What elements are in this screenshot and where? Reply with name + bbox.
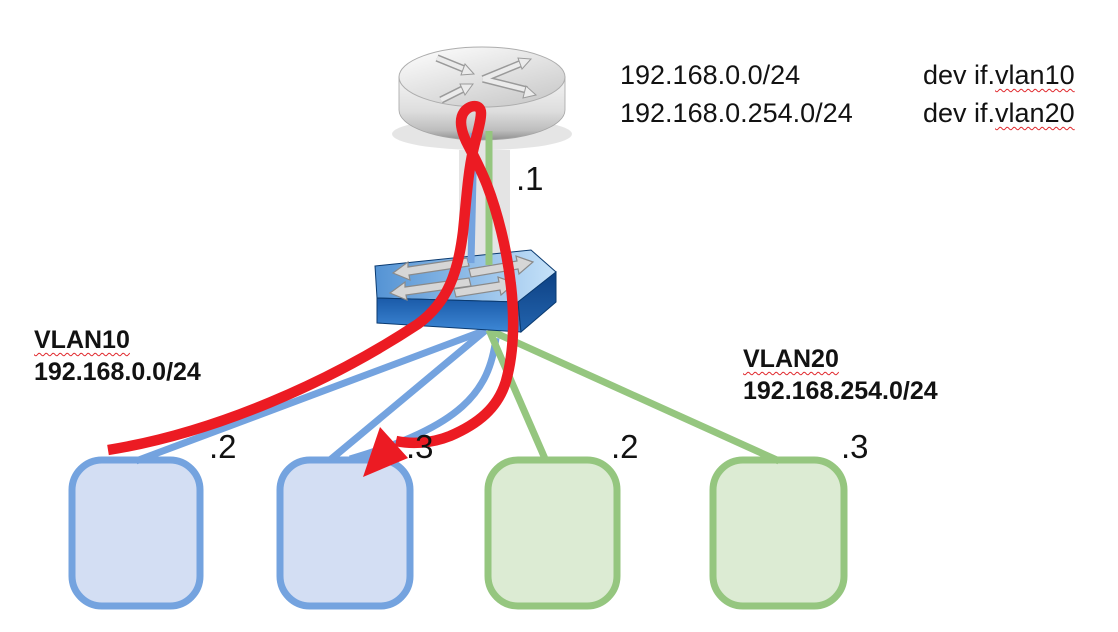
route-interface: vlan20: [995, 98, 1075, 128]
host-vlan20-port2-box: [484, 456, 621, 610]
port-label-vlan10-host2: .2: [209, 428, 237, 465]
switch-front-face: [376, 297, 522, 333]
host-vlan10-port2-box: [68, 456, 204, 610]
router-crossed-arrows-icon: [435, 54, 538, 104]
access-link-vlan20-host3: [487, 326, 781, 465]
vlan10-subnet: 192.168.0.0/24: [34, 358, 201, 386]
access-link-vlan20-host2: [485, 328, 550, 463]
host-vlan10-port3-box: [276, 456, 414, 610]
access-link-vlan10-host3: [327, 327, 489, 463]
traffic-arrowhead: [363, 427, 408, 477]
traffic-path-line: [107, 100, 519, 456]
router-port-label: .1: [516, 160, 544, 197]
route-device: dev if.: [923, 60, 996, 90]
switch-right-face: [517, 270, 557, 334]
vlan20-subnet: 192.168.254.0/24: [743, 377, 938, 405]
route-row-vlan20: 192.168.0.254.0/24 dev if.vlan20: [620, 94, 1075, 132]
port-label-vlan20-host3: .3: [841, 428, 869, 465]
route-device: dev if.: [923, 98, 996, 128]
route-interface: vlan10: [995, 60, 1075, 90]
host-vlan20-port3-box: [709, 456, 848, 610]
vlan10-label: VLAN10 192.168.0.0/24: [34, 324, 201, 388]
traffic-path-arrow: [107, 100, 519, 477]
vlan20-label: VLAN20 192.168.254.0/24: [743, 343, 938, 407]
route-prefix: 192.168.0.254.0/24: [620, 98, 853, 128]
switch-arrows-icon: [388, 255, 535, 301]
routing-table: 192.168.0.0/24 dev if.vlan10 192.168.0.2…: [620, 56, 1075, 132]
port-label-vlan10-host3: .3: [406, 428, 434, 465]
switch-icon: [374, 249, 557, 334]
vlan10-name: VLAN10: [34, 326, 130, 354]
router-top-face: [398, 46, 566, 108]
vlan20-name: VLAN20: [743, 345, 839, 373]
port-label-vlan20-host2: .2: [611, 428, 639, 465]
route-prefix: 192.168.0.0/24: [620, 60, 801, 90]
access-link-vlan10-host2: [134, 326, 488, 465]
route-row-vlan10: 192.168.0.0/24 dev if.vlan10: [620, 56, 1075, 94]
